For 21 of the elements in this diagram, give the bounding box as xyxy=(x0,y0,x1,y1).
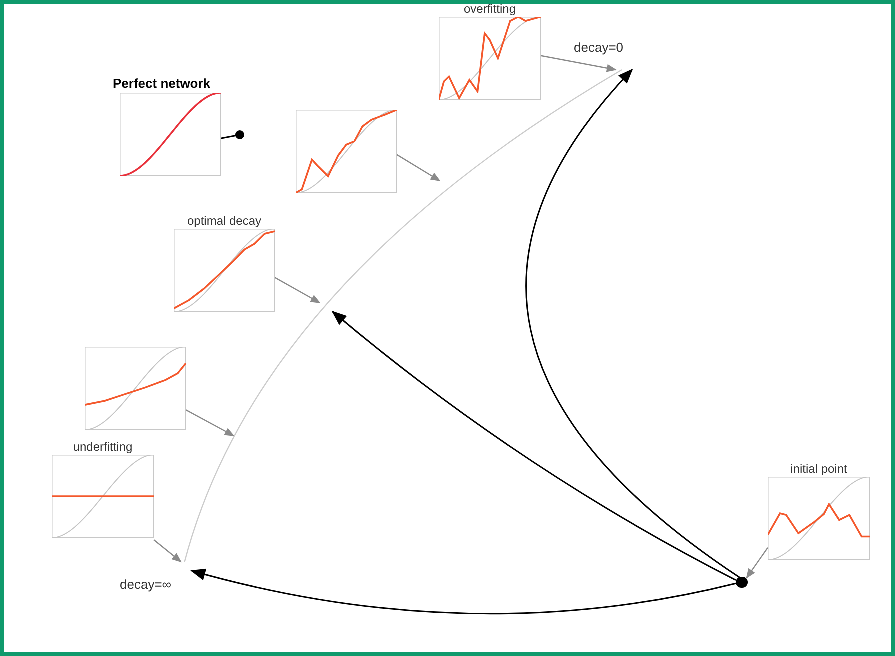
point-marker xyxy=(736,577,748,588)
decay-label: decay=0 xyxy=(574,40,624,55)
arrow xyxy=(274,277,321,304)
arrow xyxy=(332,311,736,581)
arrow xyxy=(186,410,235,437)
plot-title: Perfect network xyxy=(113,75,211,93)
plot-title: optimal decay xyxy=(187,214,262,229)
arrow xyxy=(526,68,740,578)
arrow xyxy=(396,154,441,182)
arrow xyxy=(154,540,182,563)
plot-title: underfitting xyxy=(73,440,133,455)
decay-label: decay=∞ xyxy=(120,577,172,592)
plot-title: initial point xyxy=(790,462,848,477)
arrow xyxy=(190,568,736,614)
plot-box xyxy=(85,347,186,430)
arrow xyxy=(746,548,768,579)
pin-line xyxy=(220,130,244,140)
plot-title: overfitting xyxy=(464,4,516,17)
curve-line xyxy=(184,69,622,562)
plot-box xyxy=(296,110,397,193)
arrow xyxy=(540,55,617,72)
